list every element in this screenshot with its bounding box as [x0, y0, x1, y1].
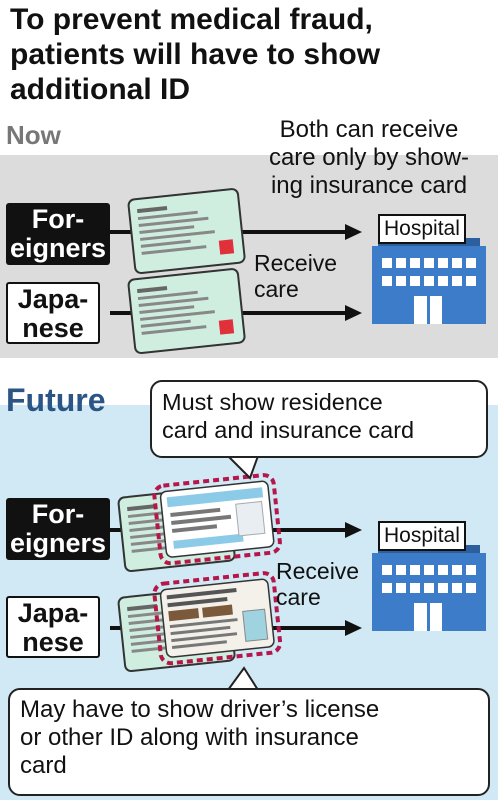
future-drivers-license: [152, 571, 283, 666]
now-label: Now: [6, 120, 61, 150]
future-foreigner-arrowhead: [345, 522, 362, 538]
now-receive-line-2: care: [254, 276, 299, 302]
future-japanese-arrowhead: [345, 620, 362, 636]
future-residence-card: [152, 473, 282, 566]
future-hospital-label: Hospital: [378, 521, 466, 551]
now-foreigners-line-2: eigners: [9, 233, 107, 263]
future-japanese-line-1: Japa-: [17, 598, 89, 628]
future-receive-line-2: care: [276, 584, 321, 610]
future-label: Future: [6, 382, 106, 418]
now-foreigners-line-1: For-: [31, 204, 85, 234]
now-japanese-box: Japa- nese: [6, 282, 100, 344]
future-bottom-bubble: May have to show driver’s license or oth…: [8, 688, 490, 796]
now-japanese-line-1: Japa-: [17, 284, 89, 314]
future-foreigners-line-1: For-: [31, 499, 85, 529]
future-hospital-icon: [372, 545, 486, 631]
now-receive-care: Receive care: [254, 250, 337, 302]
future-receive-care: Receive care: [276, 558, 359, 610]
future-receive-line-1: Receive: [276, 558, 360, 584]
future-top-bubble: Must show residence card and insurance c…: [150, 380, 488, 458]
now-receive-line-1: Receive: [254, 250, 338, 276]
future-japanese-box: Japa- nese: [6, 596, 100, 658]
future-japanese-line-2: nese: [22, 627, 84, 657]
headline-line-1: To prevent medical fraud,: [10, 3, 373, 36]
headline: To prevent medical fraud, patients will …: [10, 2, 490, 107]
now-hospital-label: Hospital: [378, 214, 466, 244]
now-note-line-3: ing insurance card: [270, 172, 468, 199]
future-bottom-bubble-line-1: May have to show driver’s license: [20, 696, 380, 723]
bubble-bottom-pointer: [226, 666, 260, 691]
future-top-bubble-line-2: card and insurance card: [162, 417, 415, 443]
headline-line-2: patients will have to show: [10, 38, 381, 71]
future-bottom-bubble-line-3: card: [20, 752, 67, 779]
now-hospital-icon: [372, 238, 486, 324]
now-foreigner-arrowhead: [345, 224, 362, 240]
now-japanese-arrowhead: [345, 305, 362, 321]
future-foreigners-box: For- eigners: [6, 498, 110, 560]
now-japanese-insurance-card: [127, 267, 247, 355]
future-bottom-bubble-line-2: or other ID along with insurance: [20, 724, 359, 751]
future-foreigners-line-2: eigners: [9, 528, 107, 558]
now-note: Both can receive care only by show- ing …: [240, 116, 498, 200]
future-top-bubble-line-1: Must show residence: [162, 389, 383, 415]
now-foreigner-insurance-card: [127, 187, 247, 275]
headline-line-3: additional ID: [10, 73, 190, 106]
now-note-line-1: Both can receive: [279, 116, 459, 143]
now-foreigners-box: For- eigners: [6, 203, 110, 265]
now-note-line-2: care only by show-: [268, 144, 470, 171]
now-japanese-line-2: nese: [22, 313, 84, 343]
